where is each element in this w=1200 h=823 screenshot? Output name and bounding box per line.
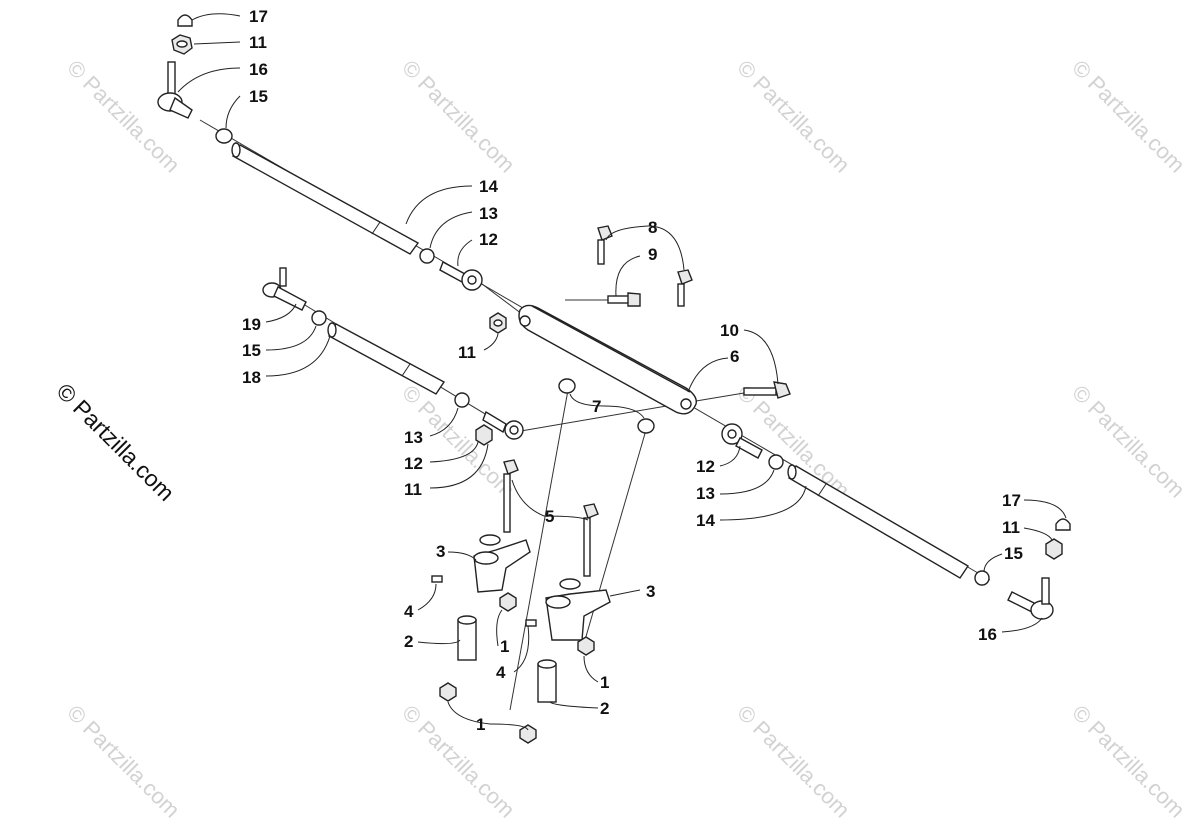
nut-11-upper — [171, 34, 193, 55]
callout-6: 6 — [730, 347, 739, 366]
callout-11: 11 — [1002, 518, 1020, 537]
tie-rod-14-upper — [231, 142, 420, 255]
pivot-arm-3-right — [545, 589, 611, 641]
bolt-5-right — [583, 503, 599, 577]
callout-13: 13 — [404, 428, 423, 447]
washer-pivot-right — [559, 578, 581, 590]
callout-14: 14 — [479, 177, 498, 196]
washer-13-upper — [419, 248, 435, 264]
callout-2: 2 — [600, 699, 609, 718]
callout-16: 16 — [249, 60, 268, 79]
bolt-9 — [607, 292, 641, 307]
spacer-2-left — [457, 615, 477, 661]
nut-11-center — [489, 312, 507, 334]
tie-rod-end-19 — [262, 267, 307, 311]
washer-15-right — [974, 570, 990, 586]
callout-13: 13 — [479, 204, 498, 223]
cap-17-right — [1055, 518, 1071, 531]
callout-16: 16 — [978, 625, 997, 644]
washer-pivot-left — [479, 534, 501, 546]
nut-1-upper-left — [499, 592, 517, 612]
callout-15: 15 — [242, 341, 261, 360]
bolt-10 — [743, 381, 791, 399]
callout-18: 18 — [242, 368, 261, 387]
callout-7: 7 — [592, 397, 601, 416]
bushing-7-left — [558, 378, 576, 394]
bolt-8-left — [597, 225, 613, 265]
washer-15-left — [311, 310, 327, 326]
set-screw-4-right — [525, 619, 537, 627]
tie-rod-end-12-left — [482, 410, 524, 440]
tie-rod-end-12-upper — [439, 260, 483, 291]
bushing-7-right — [637, 418, 655, 434]
parts-diagram: 17 11 16 15 14 13 12 8 9 11 19 15 18 10 … — [157, 7, 1071, 744]
nut-11-left — [475, 424, 493, 446]
callout-12: 12 — [696, 457, 715, 476]
callout-15: 15 — [1004, 544, 1023, 563]
callout-13: 13 — [696, 484, 715, 503]
tie-rod-end-12-right — [721, 423, 763, 459]
callout-17: 17 — [1002, 491, 1021, 510]
axis-line-bolt10 — [689, 391, 751, 403]
callout-11: 11 — [249, 33, 267, 52]
pivot-arm-3-left — [473, 539, 531, 593]
washer-13-left — [454, 392, 470, 408]
bolt-8-right — [677, 269, 693, 307]
callout-1: 1 — [476, 715, 485, 734]
nut-11-right — [1045, 538, 1063, 560]
bolt-5-left — [503, 459, 519, 533]
callout-1: 1 — [500, 637, 509, 656]
callout-2: 2 — [404, 632, 413, 651]
callout-11: 11 — [458, 343, 476, 362]
callout-4: 4 — [496, 663, 506, 682]
callout-3: 3 — [436, 542, 445, 561]
callout-5: 5 — [545, 507, 554, 526]
callout-17: 17 — [249, 7, 268, 26]
washer-13-right — [768, 454, 784, 470]
tie-rod-end-16-upper — [157, 61, 193, 119]
washer-15-upper — [215, 128, 233, 144]
callout-19: 19 — [242, 315, 261, 334]
callout-3: 3 — [646, 582, 655, 601]
cap-17-upper — [177, 14, 193, 27]
tie-rod-14-right — [787, 464, 969, 579]
nut-1-upper-right — [577, 636, 595, 656]
set-screw-4-left — [431, 575, 443, 583]
callout-9: 9 — [648, 245, 657, 264]
tie-rod-18 — [327, 322, 446, 395]
nut-1-lower-right — [519, 724, 537, 744]
callout-12: 12 — [404, 454, 423, 473]
nut-1-lower-left — [439, 682, 457, 702]
callout-1: 1 — [600, 673, 609, 692]
leader-lines — [177, 13, 1067, 731]
spacer-2-right — [537, 659, 557, 703]
callout-10: 10 — [720, 321, 739, 340]
callout-15: 15 — [249, 87, 268, 106]
axis-line-lower — [514, 401, 691, 433]
callout-8: 8 — [648, 218, 657, 237]
callout-4: 4 — [404, 602, 414, 621]
callout-11: 11 — [404, 480, 422, 499]
axis-line-pivot-left — [509, 389, 569, 711]
center-link-6 — [518, 304, 697, 415]
tie-rod-end-16-right — [1007, 577, 1054, 620]
callout-12: 12 — [479, 230, 498, 249]
callout-14: 14 — [696, 511, 715, 530]
